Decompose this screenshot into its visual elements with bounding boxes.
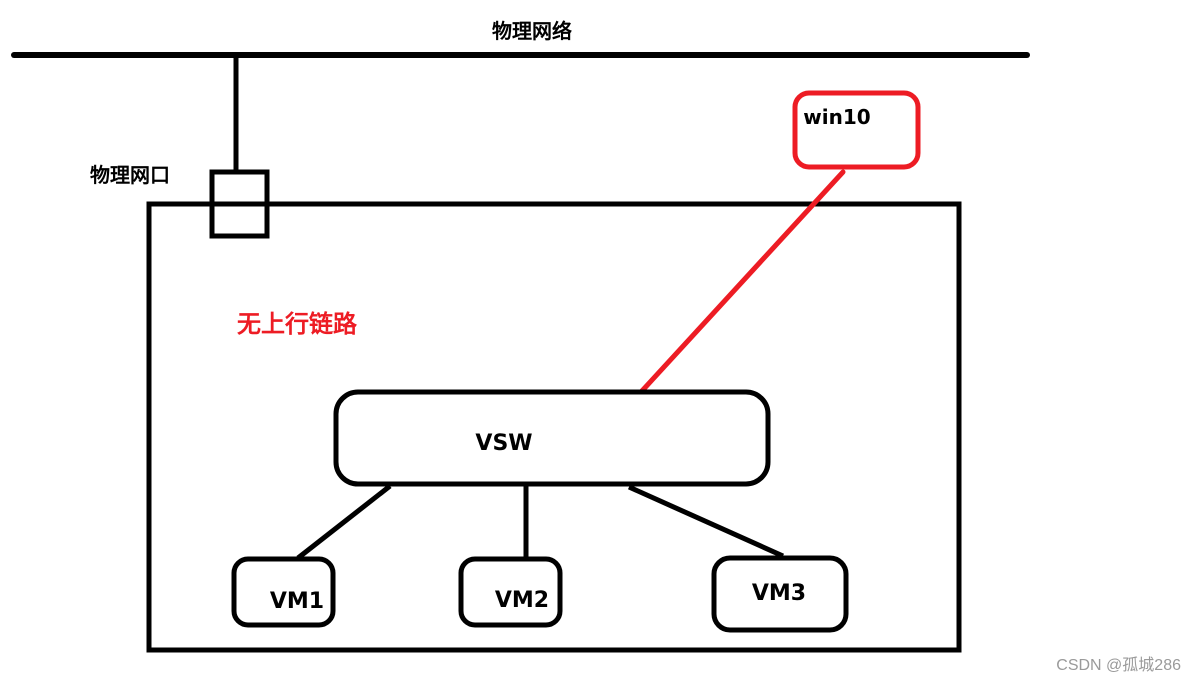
no-uplink-label: 无上行链路: [237, 310, 358, 338]
vsw-vm3-link: [627, 484, 785, 559]
vm3-box: [711, 555, 849, 633]
vm1-box: [231, 556, 336, 628]
virtual-switch: [333, 389, 771, 487]
vm2-box: [458, 556, 563, 628]
physical-port-label: 物理网口: [90, 163, 170, 187]
vm1-label: VM1: [270, 589, 324, 614]
host-server-box: [146, 201, 962, 653]
vm3-label: VM3: [752, 581, 806, 606]
virtual-switch-label: VSW: [475, 431, 532, 456]
win10-vsw-link: [638, 169, 846, 395]
win10-host-label: win10: [803, 105, 870, 129]
vm2-label: VM2: [495, 588, 549, 613]
watermark: CSDN @孤城286: [1056, 656, 1181, 674]
win10-host-box: [792, 90, 921, 170]
physical-port: [209, 169, 270, 239]
vsw-vm1-link: [296, 484, 392, 560]
physical-network-label: 物理网络: [492, 19, 572, 43]
